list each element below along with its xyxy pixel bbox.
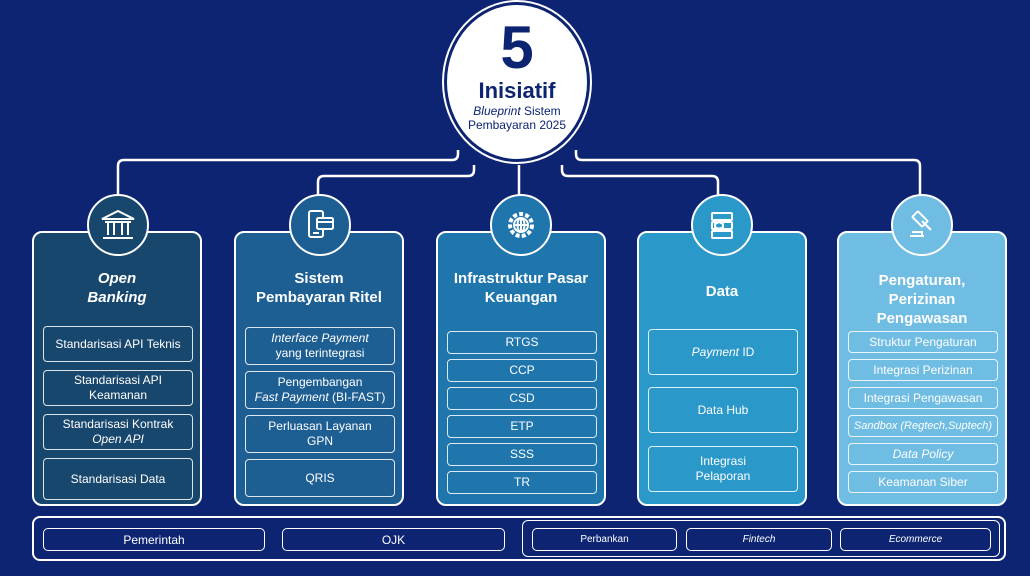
hub-subtitle-line2: Pembayaran 2025 (467, 118, 567, 132)
pillar-item: Data Hub (648, 387, 798, 433)
pillar-sistem-pembayaran-ritel: Sistem Pembayaran Ritel Interface Paymen… (234, 231, 404, 506)
pillar-title: Sistem Pembayaran Ritel (256, 270, 382, 306)
pillar-item: SSS (447, 443, 597, 466)
pillar-item-text: Payment ID (691, 344, 755, 359)
hub-subtitle-rest: Sistem (520, 104, 561, 118)
pillar-item-text: Pengembangan (277, 375, 363, 389)
pillar-item: Perluasan Layanan GPN (245, 415, 395, 453)
pillar-title-line: Banking (87, 289, 147, 306)
hub-title: Inisiatif (478, 78, 556, 103)
hub-subtitle-italic: Blueprint (473, 104, 521, 118)
pillar-data: Data Payment ID Data Hub Integrasi Pelap… (637, 231, 807, 506)
pillar-item: Standarisasi API Keamanan (43, 370, 193, 406)
stakeholder-pemerintah: Pemerintah (43, 528, 265, 551)
payment-phone-icon (289, 194, 351, 256)
pillar-item: Standarisasi Data (43, 458, 193, 500)
pillar-item: Integrasi Pelaporan (648, 446, 798, 492)
pillar-item: Pengembangan Fast Payment (BI-FAST) (245, 371, 395, 409)
pillar-item: CCP (447, 359, 597, 382)
hub-subtitle: Blueprint Sistem (447, 104, 587, 118)
database-shield-icon (691, 194, 753, 256)
pillar-item: Standarisasi API Teknis (43, 326, 193, 362)
pillar-item: Keamanan Siber (848, 471, 998, 493)
pillar-item: RTGS (447, 331, 597, 354)
globe-gear-icon (490, 194, 552, 256)
hub-circle: 5 Inisiatif Blueprint Sistem Pembayaran … (444, 2, 590, 162)
pillar-title-line: Open (97, 270, 137, 287)
pillar-item-text-italic: Fast Payment (254, 390, 329, 404)
pillar-item-text: Fast Payment (BI-FAST) (254, 390, 386, 404)
pillar-item: Interface Payment yang terintegrasi (245, 327, 395, 365)
pillar-item: ETP (447, 415, 597, 438)
pillar-title: Pengaturan, Perizinan Pengawasan (876, 272, 968, 327)
pillar-item: Struktur Pengaturan (848, 331, 998, 353)
pillar-item: Payment ID (648, 329, 798, 375)
stakeholder-ecommerce: Ecommerce (840, 528, 991, 551)
pillar-item: CSD (447, 387, 597, 410)
pillar-item: Standarisasi Kontrak Open API (43, 414, 193, 450)
pillar-item-text: Interface Payment (271, 331, 369, 345)
pillar-title: Infrastruktur Pasar Keuangan (453, 270, 589, 306)
pillar-item: Integrasi Pengawasan (848, 387, 998, 409)
pillar-item: Integrasi Perizinan (848, 359, 998, 381)
bank-icon (87, 194, 149, 256)
gavel-icon (891, 194, 953, 256)
pillar-pengaturan: Pengaturan, Perizinan Pengawasan Struktu… (837, 231, 1007, 506)
pillar-item: Data Policy (848, 443, 998, 465)
industry-group (522, 520, 1000, 557)
stakeholder-fintech: Fintech (686, 528, 832, 551)
pillar-item: QRIS (245, 459, 395, 497)
pillar-item: TR (447, 471, 597, 494)
stakeholder-ojk: OJK (282, 528, 505, 551)
pillar-infrastruktur-pasar-keuangan: Infrastruktur Pasar Keuangan RTGS CCP CS… (436, 231, 606, 506)
pillar-item-text: Standarisasi Kontrak (62, 417, 174, 431)
pillar-item-text: yang terintegrasi (275, 346, 365, 360)
hub-number: 5 (500, 14, 534, 81)
pillar-title: Data (705, 283, 739, 300)
pillar-item-text-italic: Payment (691, 344, 739, 359)
pillar-item: Sandbox (Regtech,Suptech) (848, 415, 998, 437)
stakeholder-row (32, 516, 1006, 561)
pillar-item-text: Open API (92, 432, 144, 446)
stakeholder-perbankan: Perbankan (532, 528, 677, 551)
